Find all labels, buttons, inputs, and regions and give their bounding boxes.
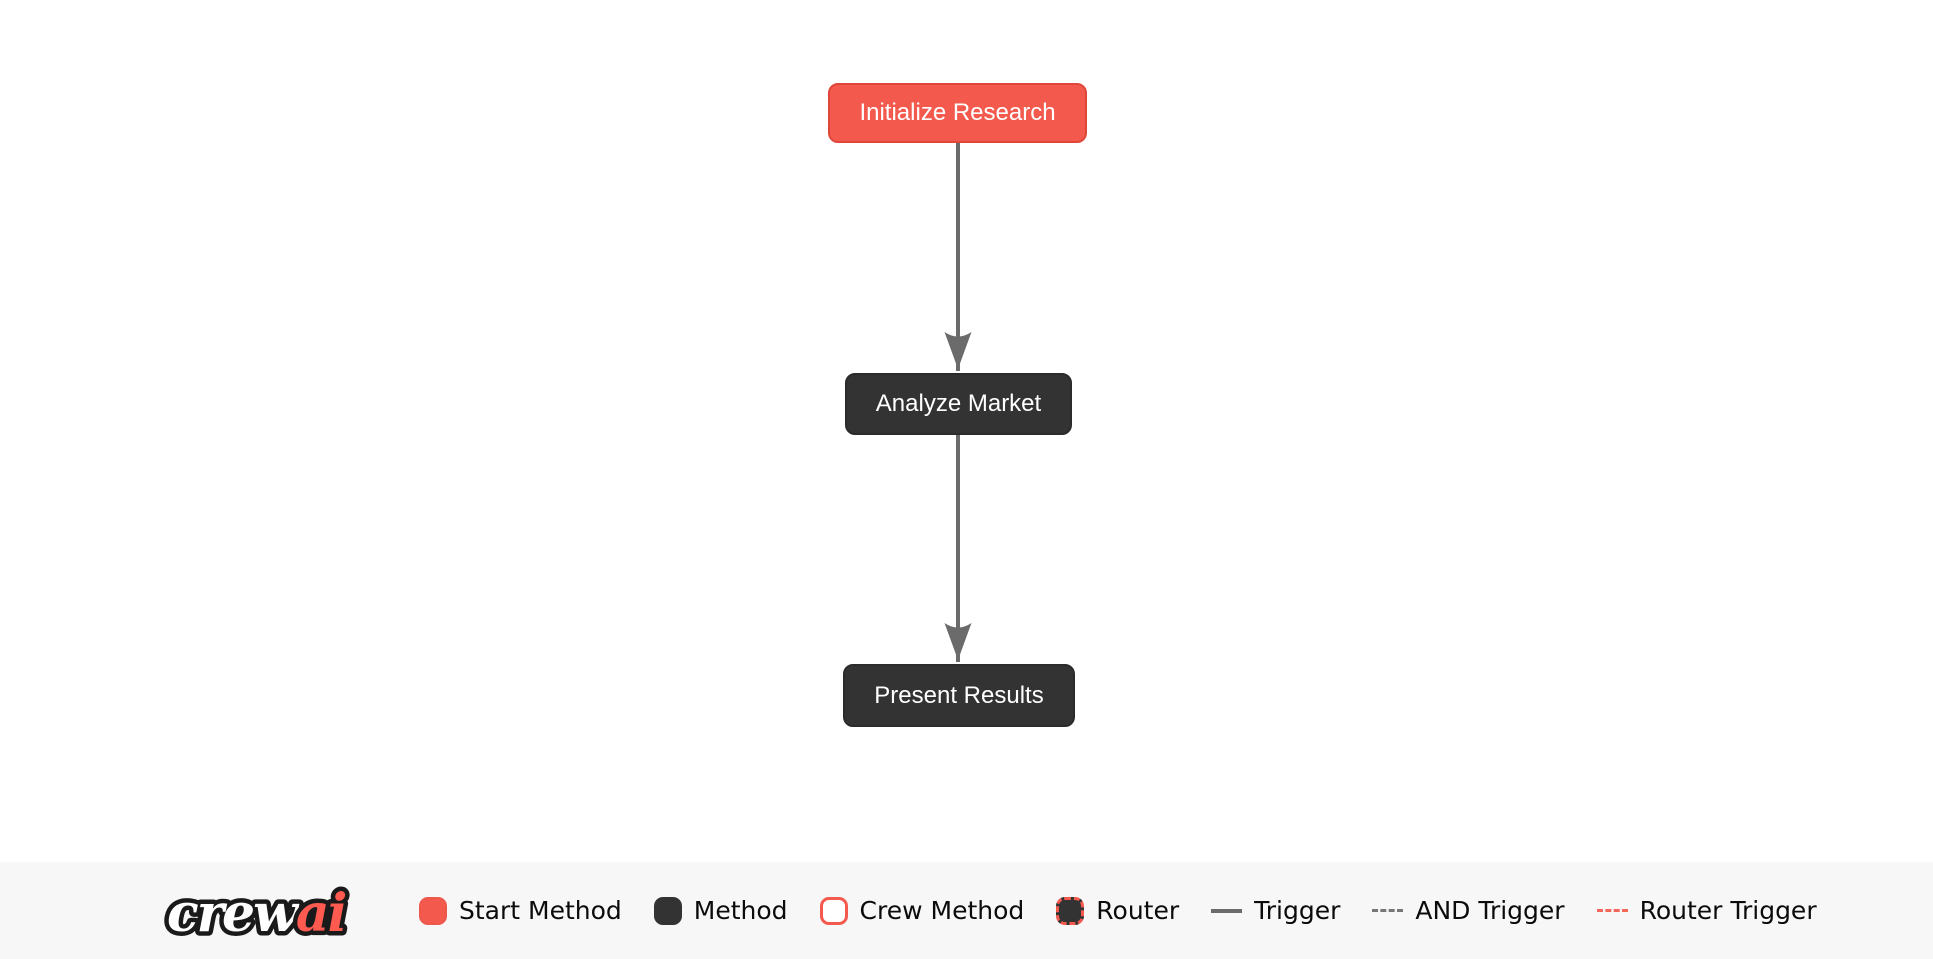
router-trigger-line-icon [1596,909,1628,912]
edge-initialize-to-analyze [944,143,972,371]
logo-ai-text: ai [296,883,346,944]
arrowhead-icon [944,332,972,369]
legend-label-router: Router [1096,896,1180,925]
logo-crew-text: crew [167,883,300,944]
and-trigger-line-icon [1372,909,1404,912]
crewai-logo: crewai [163,878,352,946]
legend-item-and-trigger: AND Trigger [1372,896,1565,925]
flow-edges-layer [944,143,972,662]
node-analyze-market[interactable]: Analyze Market [845,373,1072,435]
legend-label-method: Method [693,896,788,925]
crew-method-swatch-icon [819,896,848,925]
edge-analyze-to-present [944,435,972,662]
router-swatch-icon [1056,896,1085,925]
method-swatch-icon [653,896,682,925]
legend-item-trigger: Trigger [1211,896,1340,925]
logo-text: crewai [167,883,346,944]
legend-item-router-trigger: Router Trigger [1596,896,1817,925]
legend-item-crew-method: Crew Method [819,896,1025,925]
legend-item-start-method: Start Method [419,896,622,925]
node-present-results[interactable]: Present Results [843,664,1075,727]
legend-item-router: Router [1056,896,1179,925]
legend-label-start-method: Start Method [459,896,622,925]
start-method-swatch-icon [419,896,447,925]
legend-label-crew-method: Crew Method [859,896,1025,925]
legend-label-and-trigger: AND Trigger [1415,896,1565,925]
legend-bar: crewai Start Method Method Crew Method R… [0,862,1933,959]
arrowhead-icon [944,623,972,660]
flow-canvas[interactable]: Initialize Research Analyze Market Prese… [0,0,1933,862]
legend-label-router-trigger: Router Trigger [1639,896,1817,925]
node-initialize-research[interactable]: Initialize Research [828,83,1087,143]
legend-item-method: Method [653,896,788,925]
legend-label-trigger: Trigger [1254,896,1341,925]
legend-items: Start Method Method Crew Method Router T… [419,896,1817,925]
trigger-line-icon [1211,908,1243,913]
